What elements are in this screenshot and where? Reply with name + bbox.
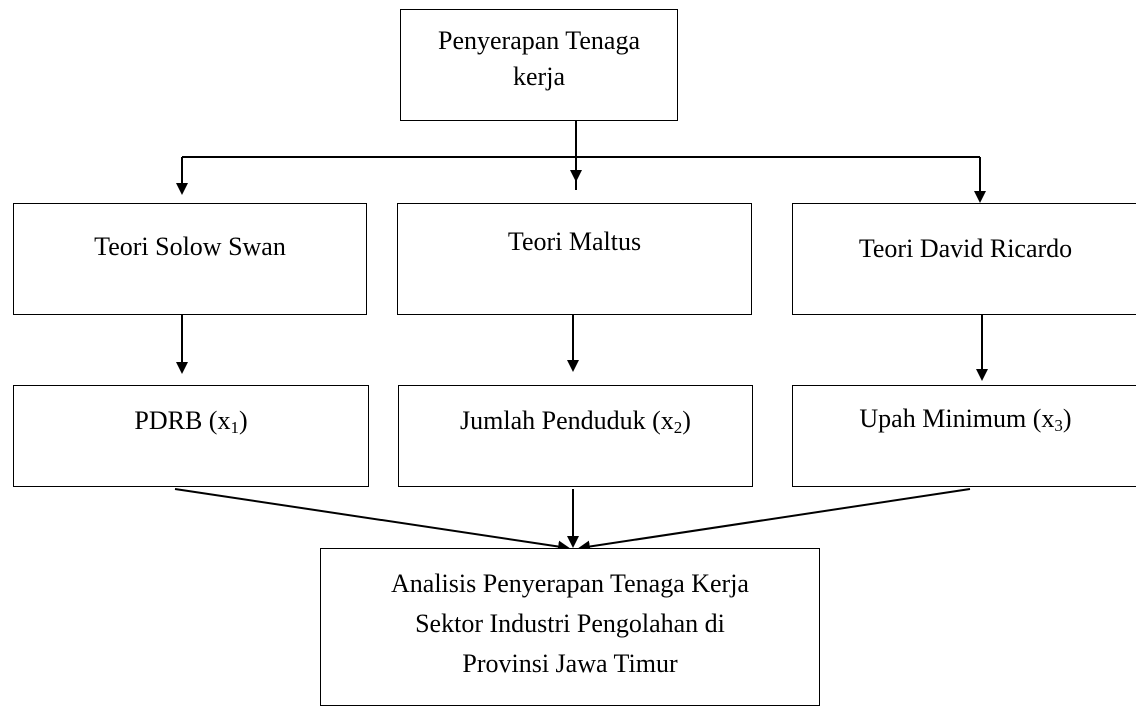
node-analisis: Analisis Penyerapan Tenaga Kerja Sektor … bbox=[320, 548, 820, 706]
pdrb-text: PDRB (x bbox=[134, 406, 231, 435]
pdrb-subscript: 1 bbox=[230, 418, 239, 437]
node-teori-david-ricardo: Teori David Ricardo bbox=[792, 203, 1136, 315]
arrow-pdrb-to-analysis bbox=[174, 488, 570, 553]
node-penyerapan-tenaga-kerja: Penyerapan Tenaga kerja bbox=[400, 9, 678, 121]
upah-subscript: 3 bbox=[1054, 416, 1063, 435]
node-upah-minimum: Upah Minimum (x3) bbox=[792, 385, 1136, 487]
jumlah-text: Jumlah Penduduk (x bbox=[460, 406, 674, 435]
node-teori-solow-swan: Teori Solow Swan bbox=[13, 203, 367, 315]
node-analisis-line-3: Provinsi Jawa Timur bbox=[462, 649, 678, 678]
upah-close: ) bbox=[1062, 404, 1072, 433]
jumlah-subscript: 2 bbox=[673, 418, 683, 437]
node-analisis-line-2: Sektor Industri Pengolahan di bbox=[415, 609, 725, 638]
node-teori-maltus: Teori Maltus bbox=[397, 203, 752, 315]
arrow-upah-to-analysis bbox=[578, 488, 971, 553]
node-analisis-line-1: Analisis Penyerapan Tenaga Kerja bbox=[391, 569, 749, 598]
node-pdrb-label: PDRB (x1) bbox=[14, 403, 368, 446]
node-solow-label: Teori Solow Swan bbox=[94, 232, 286, 261]
node-top-line-2: kerja bbox=[513, 62, 565, 91]
node-jumlah-label: Jumlah Penduduk (x2) bbox=[399, 403, 752, 446]
node-pdrb: PDRB (x1) bbox=[13, 385, 369, 487]
node-upah-label: Upah Minimum (x3) bbox=[793, 401, 1136, 444]
node-ricardo-label: Teori David Ricardo bbox=[858, 234, 1073, 263]
node-jumlah-penduduk: Jumlah Penduduk (x2) bbox=[398, 385, 753, 487]
pdrb-close: ) bbox=[238, 406, 248, 435]
upah-text: Upah Minimum (x bbox=[859, 404, 1055, 433]
node-top-line-1: Penyerapan Tenaga bbox=[438, 26, 640, 55]
node-maltus-label: Teori Maltus bbox=[507, 227, 642, 256]
jumlah-close: ) bbox=[682, 406, 691, 435]
